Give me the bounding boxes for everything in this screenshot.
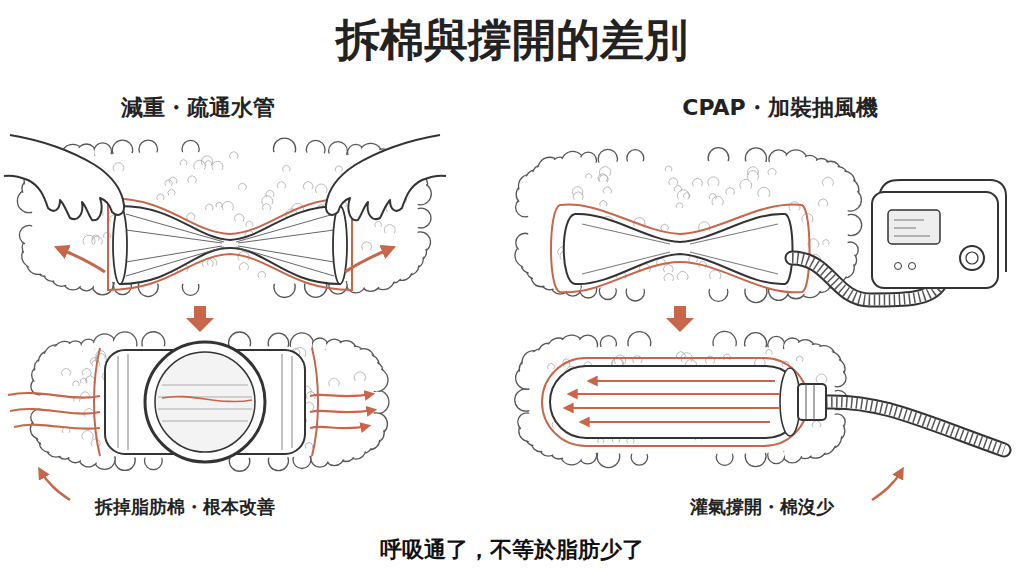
inflated-airway [542,358,808,446]
air-flow [310,426,368,428]
inflated-airway [550,366,802,438]
narrow-airway [564,214,793,284]
cpap-machine [894,220,930,236]
cpap-hose [806,384,814,420]
air-flow [566,381,780,422]
narrow-airway [582,224,778,274]
open-airway [155,352,255,452]
section-heading: 減重・疏通水管 [121,95,275,121]
open-airway [105,350,305,454]
cotton-fat [30,332,389,471]
pull-arrow [345,248,392,272]
cpap-machine [909,263,916,270]
label-arrow [40,470,70,500]
cpap-hose [826,402,1004,450]
narrow-airway [120,206,340,284]
air-flow [8,393,374,429]
title: 拆棉與撐開的差別 [336,14,688,67]
open-airway [158,385,252,421]
caption: 呼吸通了，不等於脂肪少了 [380,537,644,563]
result-label: 拆掉脂肪棉・根本改善 [95,496,275,518]
section-heading: CPAP・加裝抽風機 [682,95,877,121]
narrow-airway [551,204,810,292]
hand [4,135,446,220]
result-label: 灌氣撐開・棉沒少 [690,496,834,518]
label-arrow [872,470,902,500]
air-flow [10,409,100,414]
pull-arrow [58,248,105,272]
cpap-machine [872,180,1006,288]
narrow-airway [113,206,127,284]
open-airway [94,342,318,462]
down-arrow [186,306,694,332]
cpap-machine [966,252,978,264]
cpap-hose [826,402,1004,450]
cpap-hose [798,384,1004,450]
down-arrow [186,306,214,332]
down-arrow [666,306,694,332]
cotton-fill [42,346,374,458]
hand [4,135,124,220]
pull-arrow [58,248,392,272]
air-flow [566,407,780,409]
cpap-machine [960,246,984,270]
cotton-fat [17,138,861,471]
air-flow [162,396,252,401]
cotton-fill [529,346,835,454]
narrow-airway [108,198,352,290]
cpap-hose [826,402,1004,450]
cpap-hose [798,384,826,420]
air-flow [310,394,372,396]
narrow-airway [126,214,334,276]
cpap-machine [872,192,998,288]
cotton-fat [515,331,848,467]
hand [326,135,446,220]
cpap-machine [895,263,902,270]
air-flow [14,425,100,429]
narrow-airway [108,198,352,290]
air-flow [570,393,780,395]
open-airway [145,342,265,462]
air-flow [582,421,770,423]
narrow-airway [333,206,347,284]
label-arrow [40,470,902,500]
cpap-machine [888,210,940,244]
open-airway [94,348,318,456]
cotton-fat [515,148,862,303]
air-flow [8,393,100,398]
inflated-airway [542,358,808,446]
cotton-fill [528,161,848,289]
narrow-airway [551,204,810,292]
air-flow [590,380,775,382]
air-flow [310,410,374,412]
